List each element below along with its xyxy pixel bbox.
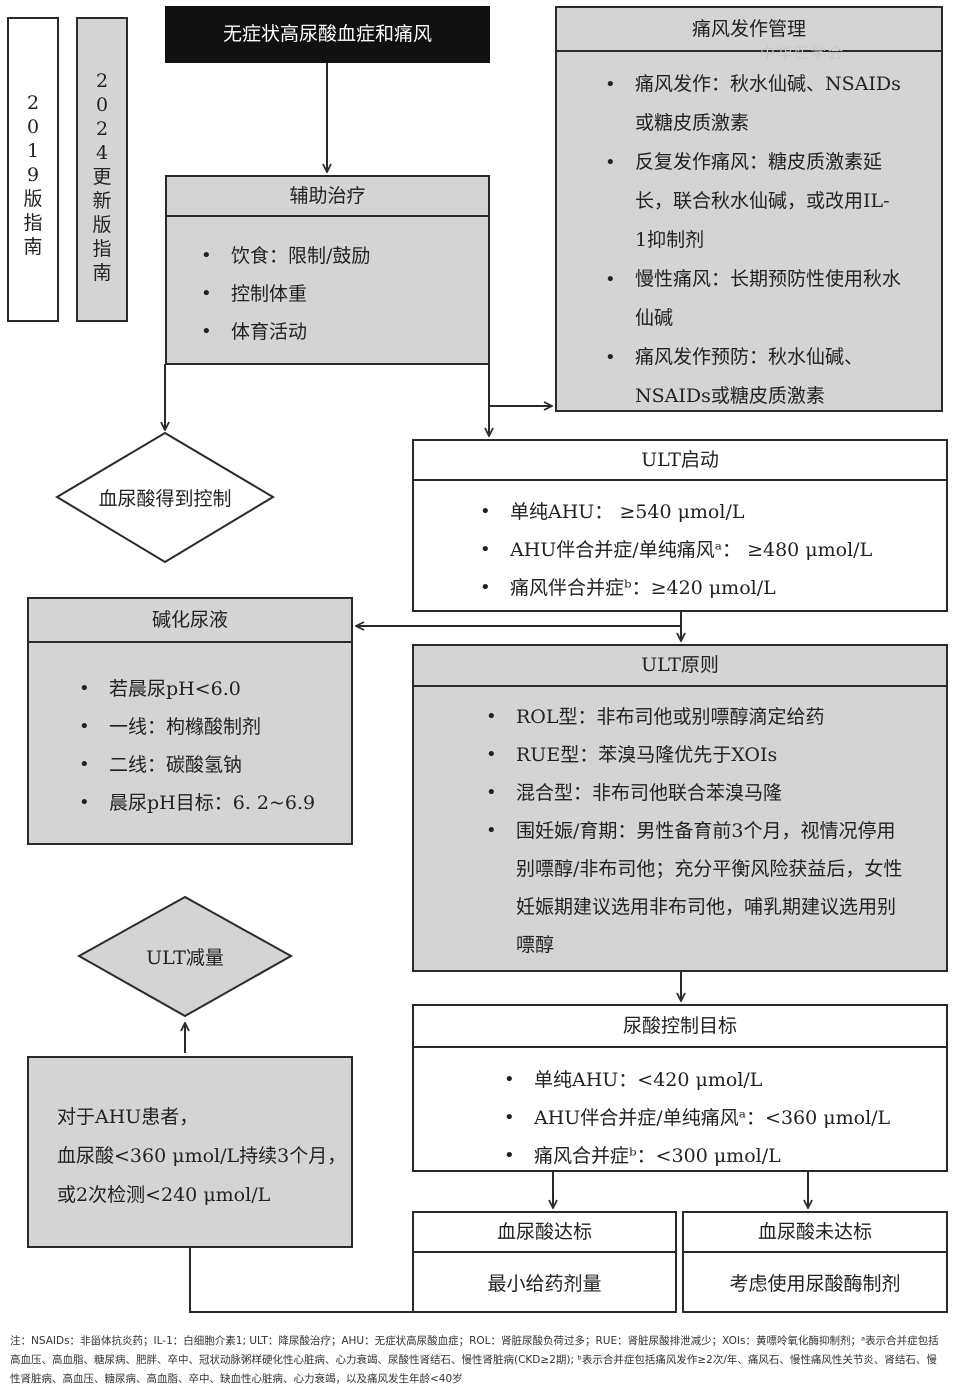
ahu-note-lines: 对于AHU患者， 血尿酸<360 μmol/L持续3个月， 或2次检测<240 … xyxy=(57,1098,346,1215)
ult-start-item: 单纯AHU： ≥540 μmol/L xyxy=(476,493,872,531)
urate-reached-box: 血尿酸达标 最小给药剂量 xyxy=(412,1211,677,1313)
line-reached-to-ahu xyxy=(189,1248,412,1313)
ult-start-list: 单纯AHU： ≥540 μmol/L AHU伴合并症/单纯痛风ᵃ： ≥480 μ… xyxy=(476,493,872,607)
version-char: 更 xyxy=(92,166,112,188)
top-box: 无症状高尿酸血症和痛风 xyxy=(165,6,490,63)
ult-reduce-diamond-shape xyxy=(76,895,294,1018)
version-char: 南 xyxy=(23,236,43,258)
ahu-note-line: 或2次检测<240 μmol/L xyxy=(57,1184,271,1206)
adjunct-item: 体育活动 xyxy=(197,313,370,351)
urate-reached-body: 最小给药剂量 xyxy=(487,1273,602,1295)
ult-principle-list: ROL型：非布司他或别嘌醇滴定给药 RUE型：苯溴马隆优先于XOIs 混合型：非… xyxy=(482,698,908,964)
adjunct-therapy-box: 辅助治疗 饮食：限制/鼓励 控制体重 体育活动 xyxy=(165,175,490,365)
ahu-note-box: 对于AHU患者， 血尿酸<360 μmol/L持续3个月， 或2次检测<240 … xyxy=(27,1056,353,1248)
version-char: 南 xyxy=(92,262,112,284)
version-char: 9 xyxy=(26,164,40,186)
version-char: 版 xyxy=(23,188,43,210)
alkalize-item: 若晨尿pH<6.0 xyxy=(75,670,315,708)
adjunct-therapy-title: 辅助治疗 xyxy=(167,177,488,217)
ult-start-item: AHU伴合并症/单纯痛风ᵃ： ≥480 μmol/L xyxy=(476,531,872,569)
ahu-note-line: 血尿酸<360 μmol/L持续3个月， xyxy=(57,1145,347,1167)
version-char: 指 xyxy=(23,212,43,234)
ult-principle-title: ULT原则 xyxy=(414,646,946,687)
urate-not-reached-body: 考虑使用尿酸酶制剂 xyxy=(729,1273,901,1295)
urate-target-box: 尿酸控制目标 单纯AHU：<420 μmol/L AHU伴合并症/单纯痛风ᵃ：<… xyxy=(412,1004,948,1175)
version-char: 2 xyxy=(95,70,109,92)
flare-item: 痛风发作：秋水仙碱、NSAIDs或糖皮质激素 xyxy=(601,65,901,143)
ult-start-box: ULT启动 单纯AHU： ≥540 μmol/L AHU伴合并症/单纯痛风ᵃ： … xyxy=(412,439,948,612)
alkalize-item: 晨尿pH目标：6. 2~6.9 xyxy=(75,784,315,822)
version-char: 新 xyxy=(92,190,112,212)
watermark: 中华医学会 xyxy=(760,44,846,62)
ult-principle-item: 围妊娠/育期：男性备育前3个月，视情况停用别嘌醇/非布司他；充分平衡风险获益后，… xyxy=(482,812,908,964)
ult-principle-item: ROL型：非布司他或别嘌醇滴定给药 xyxy=(482,698,908,736)
version-char: 版 xyxy=(92,214,112,236)
alkalize-urine-title: 碱化尿液 xyxy=(29,599,351,643)
controlled-diamond-shape xyxy=(55,431,275,564)
ult-principle-box: ULT原则 ROL型：非布司他或别嘌醇滴定给药 RUE型：苯溴马隆优先于XOIs… xyxy=(412,644,948,972)
ahu-note-line: 对于AHU患者， xyxy=(57,1106,199,1128)
flare-management-box: 痛风发作管理 痛风发作：秋水仙碱、NSAIDs或糖皮质激素 反复发作痛风：糖皮质… xyxy=(555,6,943,412)
urate-not-reached-title: 血尿酸未达标 xyxy=(684,1213,946,1253)
ult-principle-item: 混合型：非布司他联合苯溴马隆 xyxy=(482,774,908,812)
version-char: 0 xyxy=(26,116,40,138)
alkalize-urine-box: 碱化尿液 若晨尿pH<6.0 一线：枸橼酸制剂 二线：碳酸氢钠 晨尿pH目标：6… xyxy=(27,597,353,845)
footnote: 注：NSAIDs：非甾体抗炎药；IL-1：白细胞介素1; ULT：降尿酸治疗；A… xyxy=(10,1335,939,1385)
version-char: 0 xyxy=(95,94,109,116)
adjunct-therapy-list: 饮食：限制/鼓励 控制体重 体育活动 xyxy=(197,237,370,351)
adjunct-item: 控制体重 xyxy=(197,275,370,313)
urate-target-item: AHU伴合并症/单纯痛风ᵃ：<360 μmol/L xyxy=(500,1099,890,1137)
version-char: 2 xyxy=(95,118,109,140)
flare-management-title: 痛风发作管理 xyxy=(557,8,941,52)
ult-start-item: 痛风伴合并症ᵇ：≥420 μmol/L xyxy=(476,569,872,607)
ult-principle-item: RUE型：苯溴马隆优先于XOIs xyxy=(482,736,908,774)
alkalize-item: 二线：碳酸氢钠 xyxy=(75,746,315,784)
urate-reached-title: 血尿酸达标 xyxy=(414,1213,675,1253)
flare-management-list: 痛风发作：秋水仙碱、NSAIDs或糖皮质激素 反复发作痛风：糖皮质激素延长，联合… xyxy=(601,65,901,416)
ult-reduce-diamond-label: ULT减量 xyxy=(146,947,224,969)
flare-item: 慢性痛风：长期预防性使用秋水仙碱 xyxy=(601,260,901,338)
top-box-label: 无症状高尿酸血症和痛风 xyxy=(222,23,432,45)
controlled-diamond-label: 血尿酸得到控制 xyxy=(98,488,232,510)
ult-start-title: ULT启动 xyxy=(414,441,946,481)
flare-item: 痛风发作预防：秋水仙碱、NSAIDs或糖皮质激素 xyxy=(601,338,901,416)
urate-target-list: 单纯AHU：<420 μmol/L AHU伴合并症/单纯痛风ᵃ：<360 μmo… xyxy=(500,1061,890,1175)
urate-not-reached-box: 血尿酸未达标 考虑使用尿酸酶制剂 xyxy=(682,1211,948,1313)
urate-target-item: 痛风合并症ᵇ：<300 μmol/L xyxy=(500,1137,890,1175)
urate-target-item: 单纯AHU：<420 μmol/L xyxy=(500,1061,890,1099)
alkalize-item: 一线：枸橼酸制剂 xyxy=(75,708,315,746)
version-char: 4 xyxy=(95,142,109,164)
version-char: 指 xyxy=(92,238,112,260)
flare-item: 反复发作痛风：糖皮质激素延长，联合秋水仙碱，或改用IL-1抑制剂 xyxy=(601,143,901,260)
urate-target-title: 尿酸控制目标 xyxy=(414,1006,946,1048)
version-char: 2 xyxy=(26,92,40,114)
adjunct-item: 饮食：限制/鼓励 xyxy=(197,237,370,275)
alkalize-urine-list: 若晨尿pH<6.0 一线：枸橼酸制剂 二线：碳酸氢钠 晨尿pH目标：6. 2~6… xyxy=(75,670,315,822)
version-char: 1 xyxy=(26,140,40,162)
